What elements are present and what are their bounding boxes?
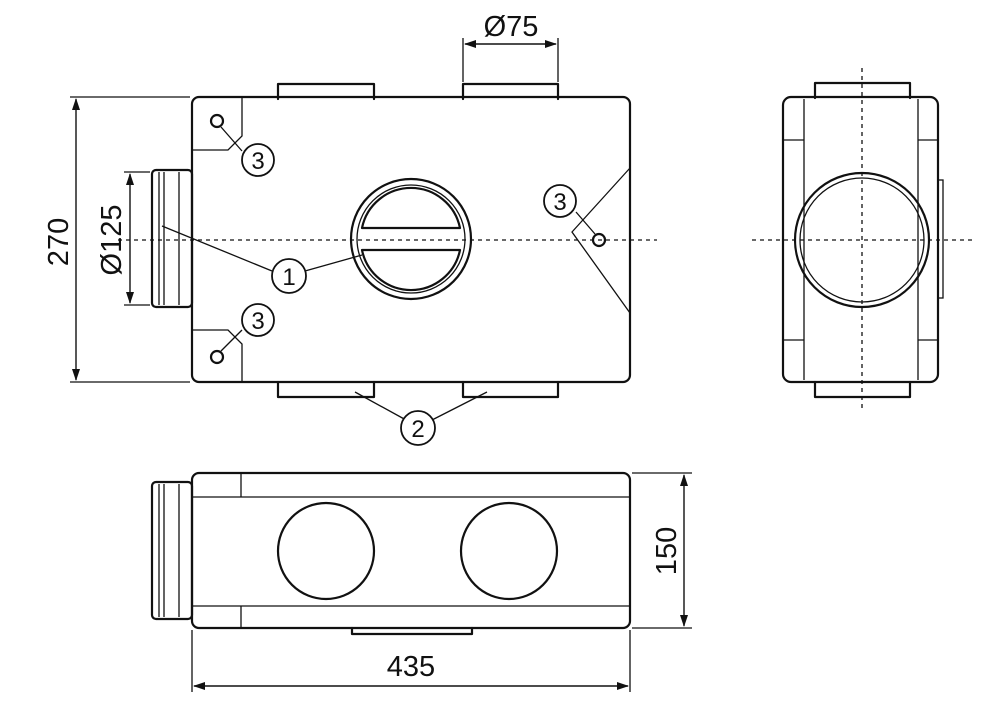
svg-text:3: 3 xyxy=(553,189,566,216)
front-view: 150 435 xyxy=(150,471,692,692)
damper-assembly xyxy=(349,177,473,301)
svg-text:2: 2 xyxy=(411,416,424,443)
side-view xyxy=(752,68,975,412)
port-upper-left xyxy=(209,113,225,129)
svg-text:1: 1 xyxy=(282,264,295,291)
front-collar xyxy=(150,480,194,621)
svg-text:3: 3 xyxy=(251,308,264,335)
inlet-collar-125 xyxy=(150,168,194,309)
front-bottom-spigot xyxy=(350,626,474,636)
svg-text:3: 3 xyxy=(251,148,264,175)
svg-text:150: 150 xyxy=(651,527,683,575)
dimension-depth-150: 150 xyxy=(632,472,692,629)
front-view-body xyxy=(190,471,632,630)
callout-1: 1 xyxy=(271,258,307,294)
port-lower-left xyxy=(209,349,225,365)
dimension-d75: Ø75 xyxy=(462,11,559,82)
svg-text:270: 270 xyxy=(43,218,75,266)
callout-3-upper-left: 3 xyxy=(241,143,275,177)
side-spigot-top xyxy=(813,81,912,100)
dimension-d125: Ø125 xyxy=(96,171,150,306)
svg-text:435: 435 xyxy=(387,651,435,683)
callout-3-right: 3 xyxy=(543,184,577,218)
svg-text:Ø75: Ø75 xyxy=(484,11,539,43)
dimension-height-270: 270 xyxy=(43,96,190,383)
top-spigot-left xyxy=(276,82,376,101)
front-port-right xyxy=(459,501,559,601)
right-chevron xyxy=(571,167,631,314)
callout-2: 2 xyxy=(400,410,436,446)
dimension-width-435: 435 xyxy=(191,630,631,692)
svg-text:Ø125: Ø125 xyxy=(96,205,128,276)
bottom-spigot-left xyxy=(276,380,376,399)
top-view: 1 2 3 3 3 Ø75 270 xyxy=(43,11,657,446)
bottom-spigot-right xyxy=(461,380,560,399)
top-spigot-right xyxy=(461,82,560,101)
callout-3-lower-left: 3 xyxy=(241,303,275,337)
front-port-left xyxy=(276,501,376,601)
